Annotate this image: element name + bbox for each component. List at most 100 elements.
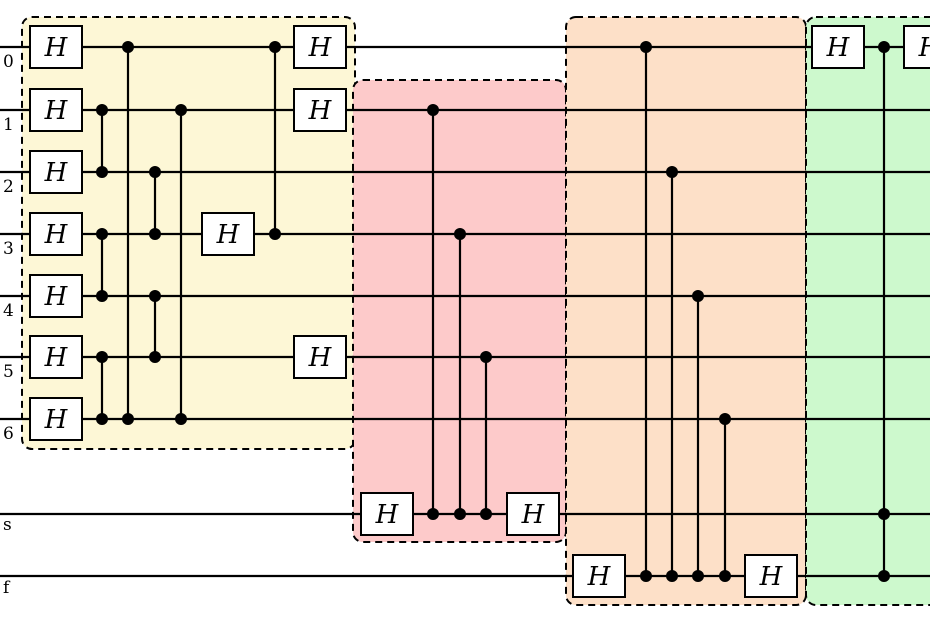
control-dot (122, 41, 134, 53)
gate-box (744, 554, 798, 598)
control-dot (454, 228, 466, 240)
hadamard-gate: H (572, 554, 626, 598)
gate-box (29, 25, 83, 69)
wire-label-s: s (3, 515, 12, 535)
hadamard-gate: H (29, 335, 83, 379)
gate-box (29, 397, 83, 441)
control-dot (878, 41, 890, 53)
control-dot (692, 570, 704, 582)
hadamard-gate: H (903, 25, 930, 69)
gate-label: H (44, 282, 69, 312)
block-green (805, 16, 930, 606)
gate-box (293, 88, 347, 132)
gate-label: H (44, 405, 69, 435)
hadamard-gate: H (29, 25, 83, 69)
gate-box (293, 25, 347, 69)
control-dot (640, 570, 652, 582)
control-dot (175, 413, 187, 425)
control-dot (149, 351, 161, 363)
gate-box (360, 492, 414, 536)
gate-box (572, 554, 626, 598)
wire-label-q5: 5 (3, 362, 14, 382)
control-dot (640, 41, 652, 53)
wire-label-layer: 0 1 2 3 4 5 6 s f (3, 52, 14, 598)
wire-label-q6: 6 (3, 424, 14, 444)
control-dot (96, 166, 108, 178)
gate-label: H (44, 343, 69, 373)
gate-box (201, 212, 255, 256)
gate-label: H (44, 33, 69, 63)
gate-box (29, 212, 83, 256)
gate-label: H (216, 220, 241, 250)
gate-label: H (375, 500, 400, 530)
control-line-layer (96, 41, 890, 582)
control-dot (666, 570, 678, 582)
hadamard-gate: H (201, 212, 255, 256)
control-dot (666, 166, 678, 178)
gate-box (811, 25, 865, 69)
gate-box (29, 274, 83, 318)
wire-label-q0: 0 (3, 52, 14, 72)
hadamard-gate: H (506, 492, 560, 536)
gate-box (29, 88, 83, 132)
control-dot (96, 228, 108, 240)
gate-label: H (44, 158, 69, 188)
hadamard-gate: H (744, 554, 798, 598)
control-dot (175, 104, 187, 116)
hadamard-gate: H (29, 88, 83, 132)
gate-label: H (308, 33, 333, 63)
gate-label: H (308, 343, 333, 373)
control-dot (480, 508, 492, 520)
control-dot (427, 508, 439, 520)
control-dot (96, 104, 108, 116)
control-dot (878, 508, 890, 520)
hadamard-gate: H (29, 150, 83, 194)
gate-label: H (587, 562, 612, 592)
control-dot (269, 228, 281, 240)
wire-label-q3: 3 (3, 239, 14, 259)
gate-box (903, 25, 930, 69)
control-dot (719, 413, 731, 425)
hadamard-gate: H (29, 212, 83, 256)
wire-label-q1: 1 (3, 115, 14, 135)
gate-box (506, 492, 560, 536)
gate-label: H (44, 96, 69, 126)
control-dot (480, 351, 492, 363)
gate-layer: H H H H H H H H H H H H H H H H H (29, 25, 930, 598)
hadamard-gate: H (29, 274, 83, 318)
gate-label: H (521, 500, 546, 530)
control-dot (149, 228, 161, 240)
hadamard-gate: H (293, 25, 347, 69)
gate-box (29, 335, 83, 379)
hadamard-gate: H (293, 88, 347, 132)
control-dot (96, 413, 108, 425)
control-dot (692, 290, 704, 302)
gate-label: H (44, 220, 69, 250)
control-dot (149, 290, 161, 302)
control-dot (454, 508, 466, 520)
wire-label-q4: 4 (3, 301, 14, 321)
gate-label: H (308, 96, 333, 126)
control-dot (878, 570, 890, 582)
gate-label: H (918, 33, 930, 63)
control-dot (269, 41, 281, 53)
control-dot (149, 166, 161, 178)
hadamard-gate: H (29, 397, 83, 441)
block-layer (21, 16, 930, 606)
control-dot (96, 290, 108, 302)
gate-label: H (759, 562, 784, 592)
wire-label-q2: 2 (3, 177, 14, 197)
control-dot (427, 104, 439, 116)
control-dot (96, 351, 108, 363)
block-orange (565, 16, 807, 606)
gate-label: H (826, 33, 851, 63)
gate-box (29, 150, 83, 194)
wire-label-f: f (3, 578, 11, 598)
control-dot (122, 413, 134, 425)
hadamard-gate: H (811, 25, 865, 69)
hadamard-gate: H (360, 492, 414, 536)
hadamard-gate: H (293, 335, 347, 379)
gate-box (293, 335, 347, 379)
control-dot (719, 570, 731, 582)
